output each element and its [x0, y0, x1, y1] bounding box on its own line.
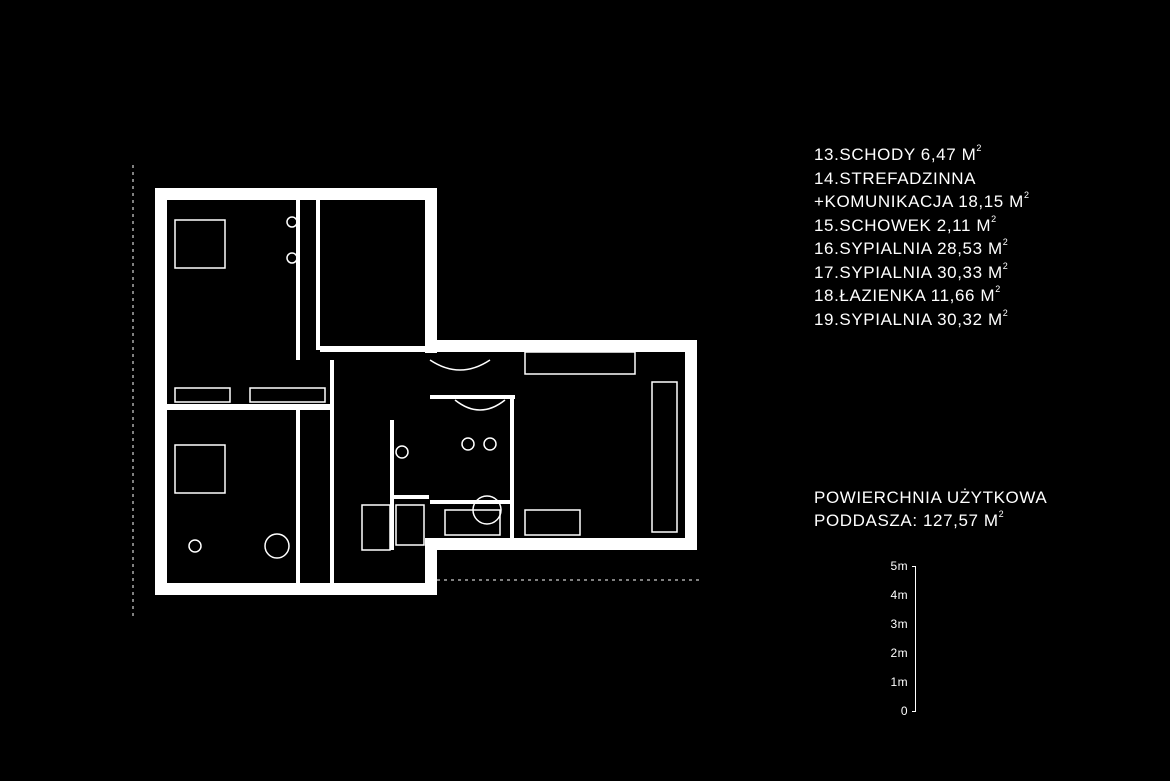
interior-walls — [167, 200, 515, 585]
legend-item: +KOMUNIKACJA 18,15 M2 — [814, 190, 1030, 214]
legend-item-sup: 2 — [976, 143, 982, 154]
legend-item: 18.ŁAZIENKA 11,66 M2 — [814, 284, 1030, 308]
scale-label: 4m — [890, 588, 908, 602]
scale-tick — [912, 711, 916, 712]
exterior-walls — [155, 188, 697, 595]
legend-item-sup: 2 — [1002, 260, 1009, 271]
guide-lines — [132, 165, 700, 620]
legend-item-label: 15.SCHOWEK 2,11 M — [814, 215, 992, 235]
legend-item: 13.SCHODY 6,47 M2 — [814, 143, 1030, 167]
scale-label: 3m — [890, 617, 908, 631]
legend-item-label: 19.SYPIALNIA 30,32 M — [814, 309, 1003, 329]
scale-label: 0 — [900, 704, 908, 718]
legend-item-sup: 2 — [1002, 307, 1009, 318]
legend-item-label: 16.SYPIALNIA 28,53 M — [814, 239, 1003, 258]
scale-label: 1m — [890, 675, 908, 689]
usable-area-title: POWIERCHNIA UŻYTKOWA — [814, 488, 1048, 507]
legend-item-sup: 2 — [1023, 190, 1030, 201]
usable-area: POWIERCHNIA UŻYTKOWA PODDASZA: 127,57 M2 — [814, 486, 1047, 532]
legend-item-sup: 2 — [995, 284, 1001, 295]
usable-area-sup: 2 — [998, 509, 1005, 520]
scale-tick — [912, 566, 916, 567]
room-legend: 13.SCHODY 6,47 M2 14.STREFADZINNA +KOMUN… — [814, 143, 1030, 331]
scale-bar: 5m 4m 3m 2m 1m 0 — [860, 556, 930, 721]
legend-item-label: 14.STREFADZINNA — [814, 168, 977, 188]
legend-item: 16.SYPIALNIA 28,53 M2 — [814, 237, 1030, 261]
legend-item: 15.SCHOWEK 2,11 M2 — [814, 214, 1030, 238]
usable-area-value-text: PODDASZA: 127,57 M — [814, 511, 999, 530]
usable-area-value: PODDASZA: 127,57 M2 — [814, 509, 1047, 532]
legend-item: 17.SYPIALNIA 30,33 M2 — [814, 261, 1030, 285]
legend-item-sup: 2 — [991, 213, 997, 224]
furniture — [174, 216, 678, 559]
legend-item-label: 13.SCHODY 6,47 M — [814, 145, 977, 164]
legend-item-label: 18.ŁAZIENKA 11,66 M — [814, 286, 996, 305]
legend-item: 14.STREFADZINNA — [814, 167, 1030, 191]
legend-item-label: 17.SYPIALNIA 30,33 M — [814, 262, 1003, 282]
legend-item: 19.SYPIALNIA 30,32 M2 — [814, 308, 1030, 332]
legend-item-label: +KOMUNIKACJA 18,15 M — [814, 192, 1024, 211]
legend-item-sup: 2 — [1002, 237, 1009, 248]
scale-label: 2m — [890, 646, 908, 660]
scale-axis — [915, 566, 916, 712]
scale-label: 5m — [890, 559, 908, 573]
